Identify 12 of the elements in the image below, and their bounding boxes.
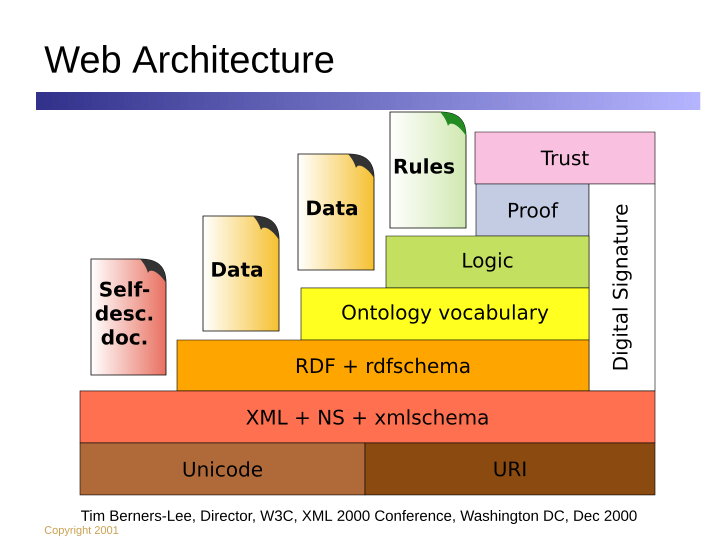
- layer-box: RDF + rdfschema: [176, 340, 590, 392]
- layer-box: Logic: [386, 236, 590, 288]
- layer-box: Unicode: [80, 442, 366, 496]
- layer-box: Trust: [474, 132, 656, 184]
- caption: Tim Berners-Lee, Director, W3C, XML 2000 Conference, Washington DC, Dec 2000: [81, 510, 637, 524]
- title: Web Architecture: [44, 45, 334, 73]
- layer-box: Digital Signature: [588, 184, 656, 392]
- layer-box: URI: [364, 442, 656, 496]
- layer-box: Proof: [476, 184, 590, 236]
- layer-box: XML + NS + xmlschema: [80, 390, 656, 444]
- copyright-note: Copyright 2001: [44, 526, 118, 536]
- layer-box: Ontology vocabulary: [300, 288, 590, 340]
